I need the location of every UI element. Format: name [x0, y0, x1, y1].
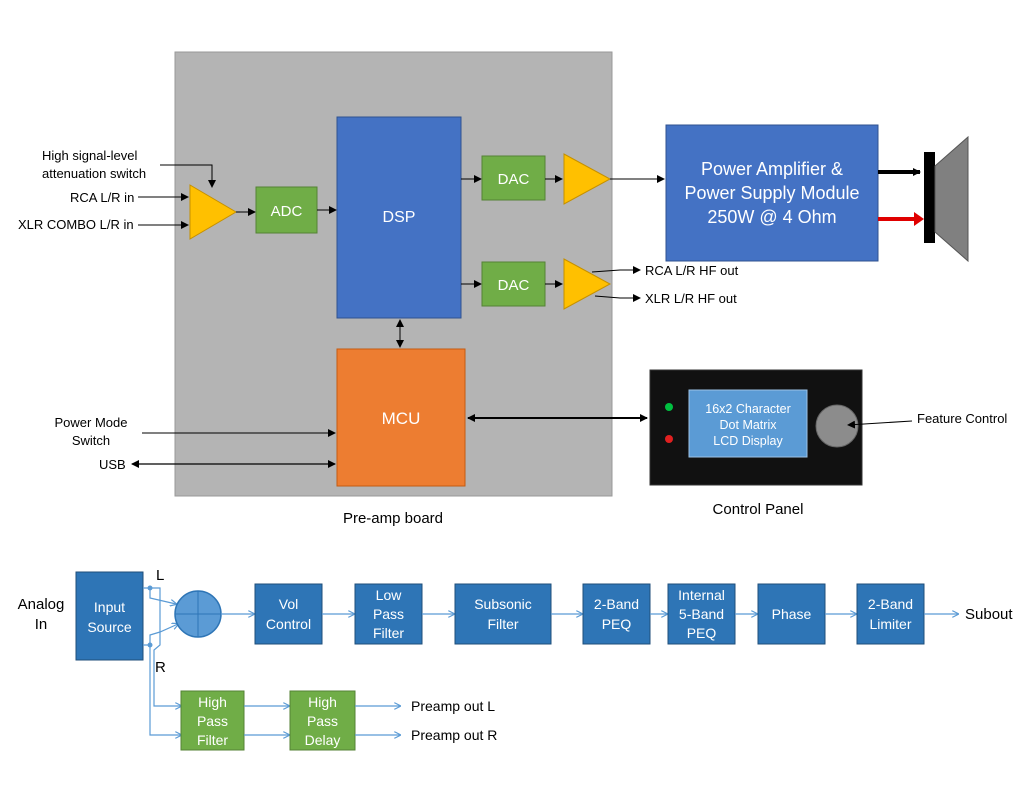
subout-label: Subout: [965, 606, 1013, 623]
high-pass-delay-block: [289, 690, 356, 751]
speaker-cone-icon: [934, 135, 969, 263]
chain-block-subsonic-filter: [454, 583, 552, 645]
preamp-out-l-label: Preamp out L: [411, 698, 495, 714]
red-led-icon: [665, 435, 673, 443]
hpd-line2: Pass: [307, 713, 338, 729]
mcu-block: [336, 348, 466, 487]
output-amplifier-1: [563, 153, 612, 205]
right-channel-label: R: [155, 659, 166, 676]
phase-line1: Phase: [772, 606, 812, 622]
peq2-line2: PEQ: [602, 616, 632, 632]
green-led-icon: [665, 403, 673, 411]
input-amplifier: [189, 184, 237, 240]
dac2-label: DAC: [498, 277, 530, 294]
rca-hf-out-line: [591, 266, 641, 274]
chain-block-internal-5-band-peq: [667, 583, 736, 645]
input-source-block: [75, 571, 144, 661]
lcd-display: [688, 389, 808, 458]
power-amp-label-line1: Power Amplifier &: [701, 159, 843, 179]
lcd-label-line1: 16x2 Character: [705, 402, 790, 416]
feature-control-line: [847, 420, 913, 429]
feature-knob-icon: [815, 404, 859, 448]
vol-control-line1: Vol: [279, 596, 298, 612]
power-amplifier-block: [665, 124, 879, 262]
hpd-line3: Delay: [305, 732, 341, 748]
hpd-line1: High: [308, 694, 337, 710]
switch-label-line2: attenuation switch: [42, 166, 146, 181]
high-pass-filter-block: [180, 690, 245, 751]
hpf-line2: Pass: [197, 713, 228, 729]
feature-control-label: Feature Control: [917, 411, 1007, 426]
limiter-line2: Limiter: [869, 616, 911, 632]
rca-in-label: RCA L/R in: [70, 190, 134, 205]
peq5-line3: PEQ: [687, 625, 717, 641]
output-amplifier-2: [563, 258, 612, 310]
peq5-line2: 5-Band: [679, 606, 724, 622]
xlr-in-label: XLR COMBO L/R in: [18, 217, 134, 232]
chain-block-low-pass-filter: [354, 583, 423, 645]
dac1-label: DAC: [498, 171, 530, 188]
chain-block-2-band-limiter: [856, 583, 925, 645]
limiter-line1: 2-Band: [868, 596, 913, 612]
mcu-label: MCU: [382, 409, 421, 428]
lcd-label-line2: Dot Matrix: [720, 418, 778, 432]
peq5-line1: Internal: [678, 587, 725, 603]
left-channel-label: L: [156, 567, 164, 584]
hpf-line3: Filter: [197, 732, 228, 748]
control-panel-caption: Control Panel: [713, 501, 804, 518]
left-to-preamp-line: [150, 587, 181, 706]
right-to-preamp-line: [149, 645, 181, 735]
preamp-out-r-label: Preamp out R: [411, 727, 497, 743]
input-source-label-line1: Input: [94, 599, 125, 615]
subsonic-line1: Subsonic: [474, 596, 532, 612]
dac-block-2: [481, 261, 546, 307]
power-amp-label-line3: 250W @ 4 Ohm: [707, 207, 836, 227]
dac-block-1: [481, 155, 546, 201]
lcd-label-line3: LCD Display: [713, 434, 783, 448]
speaker-magnet: [924, 152, 935, 243]
usb-label: USB: [99, 457, 126, 472]
xlr-hf-out-label: XLR L/R HF out: [645, 291, 737, 306]
lpf-line1: Low: [376, 587, 403, 603]
rca-hf-out-label: RCA L/R HF out: [645, 263, 739, 278]
peq2-line1: 2-Band: [594, 596, 639, 612]
analog-in-label-line1: Analog: [18, 596, 65, 613]
subsonic-line2: Filter: [487, 616, 518, 632]
hpf-line1: High: [198, 694, 227, 710]
chain-block-phase: [757, 583, 826, 645]
dsp-label: DSP: [383, 209, 416, 226]
xlr-hf-out-line: [594, 294, 641, 302]
power-amp-label-line2: Power Supply Module: [684, 183, 859, 203]
board-caption: Pre-amp board: [343, 510, 443, 527]
switch-line: [160, 164, 216, 188]
analog-in-label-line2: In: [35, 616, 48, 633]
speaker-wire-red-arrow: [914, 212, 924, 226]
dsp-block: [336, 116, 462, 319]
lpf-line3: Filter: [373, 625, 404, 641]
vol-control-line2: Control: [266, 616, 311, 632]
lpf-line2: Pass: [373, 606, 404, 622]
chain-block-2-band-peq: [582, 583, 651, 645]
chain-block-vol-control: [254, 583, 323, 645]
switch-label-line1: High signal-level: [42, 148, 137, 163]
adc-label: ADC: [271, 203, 303, 220]
left-branch-line: [143, 587, 176, 604]
input-source-label-line2: Source: [87, 619, 132, 635]
power-mode-label-line2: Switch: [72, 433, 110, 448]
power-mode-label-line1: Power Mode: [55, 415, 128, 430]
